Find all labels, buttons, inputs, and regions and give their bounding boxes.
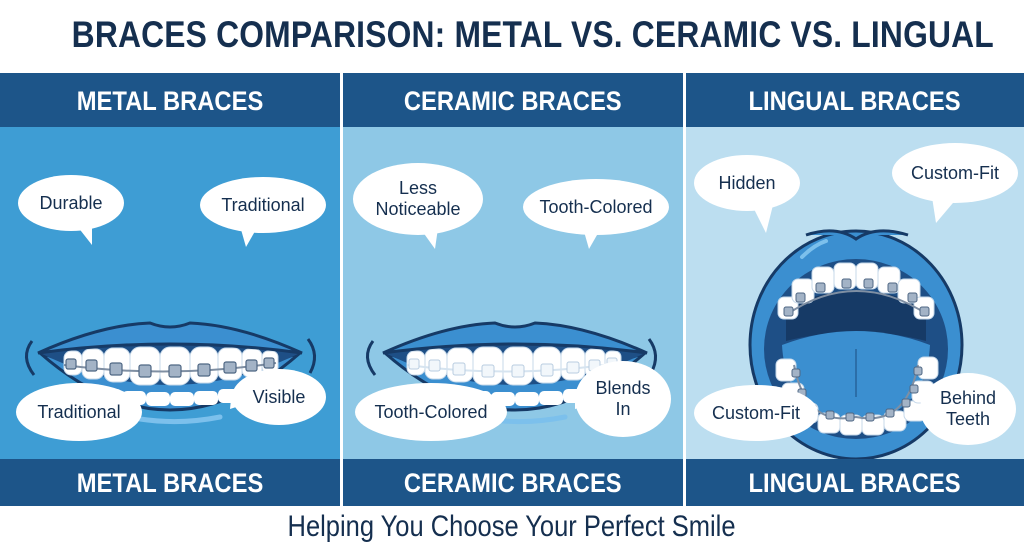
page-title: BRACES COMPARISON: METAL VS. CERAMIC VS.… xyxy=(71,14,994,55)
panel-header: CERAMIC BRACES xyxy=(343,73,683,127)
panel-lingual-braces: LINGUAL BRACES xyxy=(686,73,1024,506)
panel-header: METAL BRACES xyxy=(0,73,340,127)
feature-bubble: Custom-Fit xyxy=(694,385,818,441)
feature-bubble: Traditional xyxy=(16,383,142,441)
panel-footer: METAL BRACES xyxy=(0,459,340,506)
feature-bubble: Traditional xyxy=(200,177,326,233)
panel-header: LINGUAL BRACES xyxy=(686,73,1024,127)
feature-bubble: Blends In xyxy=(575,361,671,437)
panel-footer: CERAMIC BRACES xyxy=(343,459,683,506)
feature-bubble: Custom-Fit xyxy=(892,143,1018,203)
illustration-area: Hidden Custom-Fit Custom-Fit Behind Teet… xyxy=(686,127,1024,459)
panel-ceramic-braces: CERAMIC BRACES xyxy=(343,73,683,506)
feature-bubble: Hidden xyxy=(694,155,800,211)
panel-footer: LINGUAL BRACES xyxy=(686,459,1024,506)
panel-metal-braces: METAL BRACES xyxy=(0,73,340,506)
tagline: Helping You Choose Your Perfect Smile xyxy=(288,510,736,543)
comparison-panels: METAL BRACES xyxy=(0,73,1024,506)
feature-bubble: Behind Teeth xyxy=(920,373,1016,445)
feature-bubble: Durable xyxy=(18,175,124,231)
illustration-area: Less Noticeable Tooth-Colored Tooth-Colo… xyxy=(343,127,683,459)
feature-bubble: Tooth-Colored xyxy=(355,383,507,441)
illustration-area: Durable Traditional Traditional Visible xyxy=(0,127,340,459)
feature-bubble: Visible xyxy=(232,369,326,425)
feature-bubble: Less Noticeable xyxy=(353,163,483,235)
feature-bubble: Tooth-Colored xyxy=(523,179,669,235)
